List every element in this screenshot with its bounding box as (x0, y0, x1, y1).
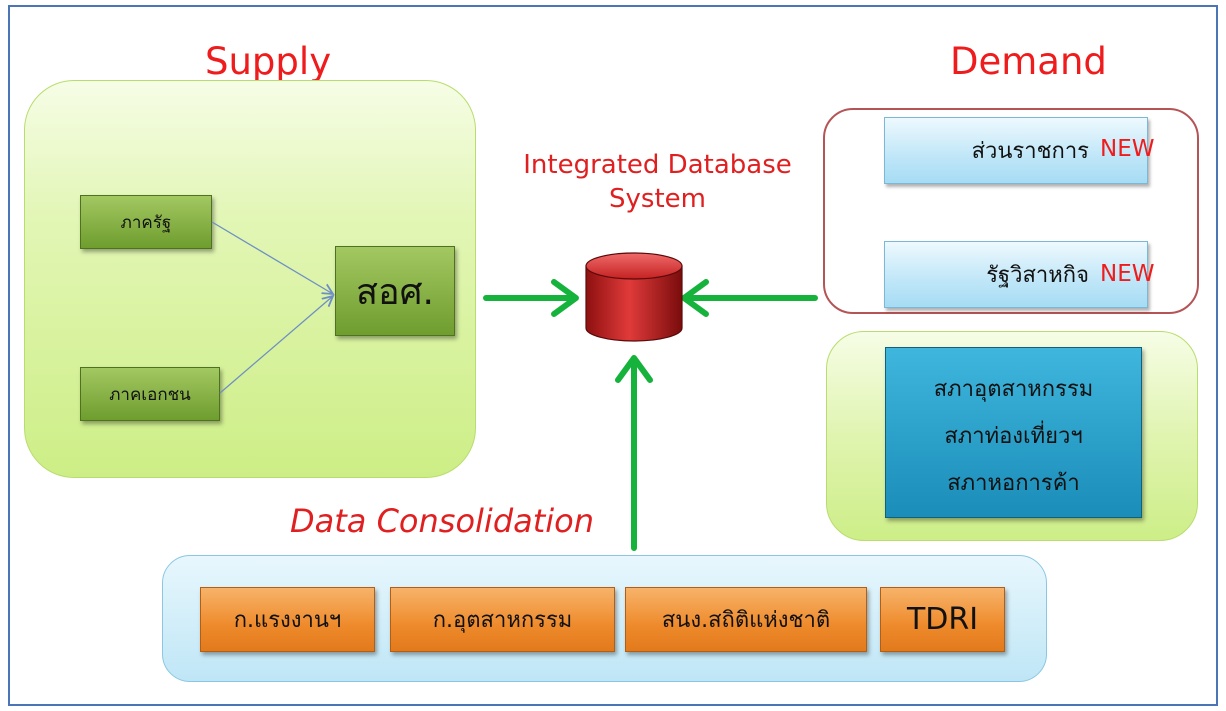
demand-title: Demand (950, 40, 1107, 83)
public-sector-box: ภาครัฐ (80, 195, 212, 249)
database-cylinder-icon (585, 252, 683, 342)
demand-to-database-arrow (681, 279, 818, 317)
center-title: Integrated Database System (500, 148, 815, 216)
source-labour-label: ก.แรงงานฯ (233, 608, 342, 633)
councils-box: สภาอุตสาหกรรม สภาท่องเที่ยวฯ สภาหอการค้า (885, 347, 1142, 518)
new-badge-government: NEW (1100, 136, 1155, 162)
supply-title: Supply (205, 40, 332, 83)
state-enterprises-label: รัฐวิสาหกิจ (986, 263, 1089, 288)
source-box-statistics: สนง.สถิติแห่งชาติ (625, 587, 867, 652)
council-tourism: สภาท่องเที่ยวฯ (944, 424, 1083, 449)
center-title-line-2: System (609, 184, 706, 214)
source-statistics-label: สนง.สถิติแห่งชาติ (661, 608, 831, 633)
center-title-line-1: Integrated Database (523, 150, 792, 180)
source-box-tdri: TDRI (880, 587, 1005, 652)
new-badge-state-enterprise: NEW (1100, 261, 1155, 287)
government-agencies-label: ส่วนราชการ (971, 139, 1089, 164)
source-box-labour: ก.แรงงานฯ (200, 587, 375, 652)
source-industry-label: ก.อุตสาหกรรม (432, 608, 573, 633)
source-tdri-label: TDRI (906, 602, 979, 637)
private-to-hub-arrow (219, 296, 333, 394)
state-enterprises-box: รัฐวิสาหกิจ (884, 241, 1148, 308)
council-commerce: สภาหอการค้า (947, 471, 1080, 496)
data-consolidation-label: Data Consolidation (290, 502, 595, 540)
hub-box: สอศ. (335, 246, 455, 336)
consolidation-to-database-arrow (615, 355, 653, 551)
source-box-industry: ก.อุตสาหกรรม (390, 587, 615, 652)
private-sector-box: ภาคเอกชน (80, 367, 220, 421)
government-agencies-box: ส่วนราชการ (884, 117, 1148, 184)
supply-to-database-arrow (483, 279, 579, 317)
public-sector-label: ภาครัฐ (120, 212, 172, 233)
public-to-hub-arrow (211, 221, 333, 294)
private-sector-label: ภาคเอกชน (109, 384, 191, 405)
council-industry: สภาอุตสาหกรรม (933, 377, 1094, 402)
hub-label: สอศ. (356, 271, 434, 313)
